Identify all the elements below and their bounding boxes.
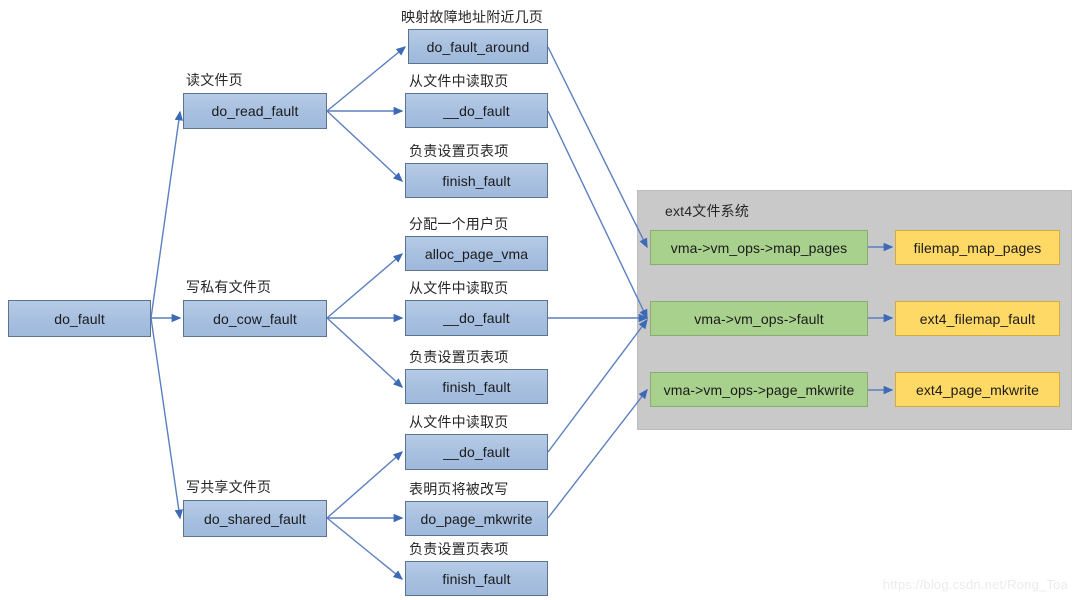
node-vm_ops_page_mkwrite[interactable]: vma->vm_ops->page_mkwrite [650,372,868,407]
node-finish_fault_2[interactable]: finish_fault [405,369,548,404]
edge-do_read_fault-to-do_fault_around [326,46,407,112]
node-do_fault_3[interactable]: __do_fault [405,434,548,470]
edge-do_read_fault-to-finish_fault_1 [326,110,404,182]
caption-cap_set_pte_3: 负责设置页表项 [409,541,509,557]
node-finish_fault_3[interactable]: finish_fault [405,561,548,596]
edge-do_fault_3-to-vm_ops_fault [547,318,648,453]
caption-cap_alloc_user_page: 分配一个用户页 [409,216,509,232]
node-ext4_filemap_fault[interactable]: ext4_filemap_fault [895,301,1060,336]
edge-do_fault_1-to-vm_ops_fault [547,110,648,320]
node-do_fault[interactable]: do_fault [8,300,151,337]
caption-cap_page_will_write: 表明页将被改写 [409,481,509,497]
edge-do_fault_around-to-vm_ops_map_pages [547,46,648,249]
node-do_fault_around[interactable]: do_fault_around [408,29,548,64]
edge-do_fault-to-do_shared_fault [150,317,183,520]
caption-cap_read_from_file_2: 从文件中读取页 [409,280,509,296]
edge-do_shared_fault-to-finish_fault_3 [326,517,404,580]
edge-do_cow_fault-to-alloc_page_vma [326,253,404,319]
caption-cap_set_pte_2: 负责设置页表项 [409,349,509,365]
node-ext4_page_mkwrite[interactable]: ext4_page_mkwrite [895,372,1060,407]
caption-cap_fault_around: 映射故障地址附近几页 [401,9,543,25]
node-do_fault_1[interactable]: __do_fault [405,93,548,128]
caption-cap_read_file_page: 读文件页 [186,72,243,88]
node-filemap_map_pages[interactable]: filemap_map_pages [895,230,1060,265]
node-vm_ops_fault[interactable]: vma->vm_ops->fault [650,301,868,336]
edge-do_fault-to-do_read_fault [150,110,183,319]
caption-cap_write_private: 写私有文件页 [186,279,272,295]
caption-cap_read_from_file_1: 从文件中读取页 [409,73,509,89]
node-do_fault_2[interactable]: __do_fault [405,300,548,336]
caption-cap_set_pte_1: 负责设置页表项 [409,143,509,159]
node-finish_fault_1[interactable]: finish_fault [405,163,548,198]
caption-cap_write_shared: 写共享文件页 [186,479,272,495]
node-do_page_mkwrite[interactable]: do_page_mkwrite [405,501,548,536]
watermark: https://blog.csdn.net/Rong_Toa [882,577,1068,592]
edge-do_page_mkwrite-to-vm_ops_page_mkwrite [547,388,648,519]
node-do_read_fault[interactable]: do_read_fault [183,93,327,129]
caption-cap_read_from_file_3: 从文件中读取页 [409,414,509,430]
node-do_shared_fault[interactable]: do_shared_fault [183,500,327,537]
node-alloc_page_vma[interactable]: alloc_page_vma [405,236,548,271]
node-do_cow_fault[interactable]: do_cow_fault [183,300,327,337]
edge-do_shared_fault-to-do_fault_3 [326,451,404,519]
edge-do_cow_fault-to-finish_fault_2 [326,317,404,388]
ext4-filesystem-group-title: ext4文件系统 [665,203,750,219]
node-vm_ops_map_pages[interactable]: vma->vm_ops->map_pages [650,230,868,265]
